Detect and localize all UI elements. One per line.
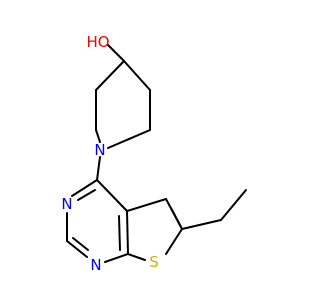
atom-label-pyrimidine-n3: N (61, 195, 72, 213)
bond-c2-n1-double (72, 237, 89, 251)
bond-o-c4 (107, 44, 125, 62)
bond-c4p-n3 (71, 179, 98, 197)
bond-c4a-c4p (96, 179, 128, 212)
bond-c5-c6-double (170, 207, 182, 228)
atom-label-pyrimidine-n1: N (90, 256, 101, 274)
bond-c6-s (165, 228, 183, 255)
bond-c4p-n3-double (77, 189, 96, 201)
bond-n-c4p (96, 156, 101, 181)
atom-labels: HO N N N S (61, 33, 158, 274)
bonds (66, 44, 247, 263)
bond-n1-c7a (104, 253, 129, 263)
bond-s-c7a (127, 253, 146, 261)
bond-c2l-n (95, 129, 101, 143)
bond-c7a-c4a (126, 210, 129, 255)
atom-label-thiophene-sulfur: S (149, 253, 159, 271)
bond-ethyl-ch2-ch3 (220, 189, 247, 221)
bond-c4a-c5 (126, 198, 167, 212)
bond-c6-ethyl-ch2 (181, 219, 222, 230)
atom-label-piperidine-nitrogen: N (94, 141, 105, 159)
bond-c7a-c4a-double (118, 215, 121, 251)
atom-label-hydroxyl: HO (86, 33, 109, 51)
bond-c2r-n (107, 129, 151, 149)
bond-c4-c3l (95, 60, 125, 91)
molecule-structure-diagram: HO N N N S (61, 33, 247, 274)
bond-c2-n1 (66, 240, 88, 258)
bond-c4-c3r (123, 60, 151, 91)
